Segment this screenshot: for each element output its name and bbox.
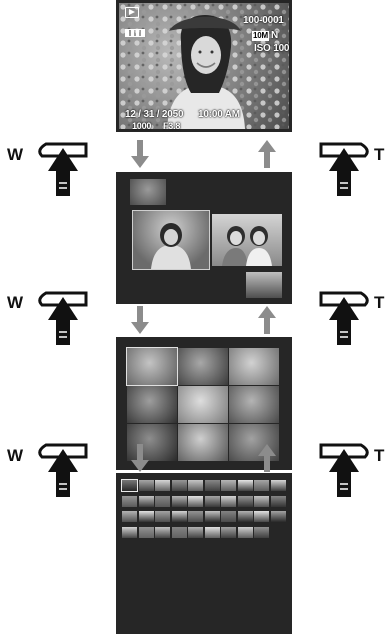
selected-thumbnail[interactable] [121, 479, 138, 492]
thumbnail[interactable] [155, 511, 170, 522]
thumbnail[interactable] [138, 495, 154, 507]
file-number: 100-0001 [243, 15, 284, 26]
zoom-in-lever-icon[interactable] [313, 287, 375, 345]
next-frame-thumbnail[interactable] [212, 214, 282, 266]
two-frame-screen [116, 172, 292, 304]
thumbnail[interactable] [171, 480, 187, 491]
thumbnail[interactable] [138, 526, 154, 538]
nine-frame-screen [116, 337, 292, 470]
thumbnail[interactable] [155, 495, 170, 507]
thumbnail[interactable] [127, 386, 177, 423]
zoom-in-lever-icon[interactable] [313, 138, 375, 196]
zoom-out-lever-icon[interactable] [32, 138, 94, 196]
thumbnail[interactable] [178, 424, 228, 461]
zoom-in-lever-icon[interactable] [313, 439, 375, 497]
thumbnail[interactable] [155, 480, 170, 491]
thumbnail[interactable] [171, 526, 187, 538]
thumbnail[interactable] [270, 480, 286, 491]
thumbnail[interactable] [204, 511, 220, 522]
thumbnail[interactable] [178, 348, 228, 385]
thumbnail[interactable] [254, 511, 269, 522]
wide-label: W [7, 446, 24, 465]
thumbnail[interactable] [254, 480, 269, 491]
tele-label: T [374, 446, 385, 465]
thumbnail[interactable] [237, 511, 253, 522]
time-stamp: 10:00 AM [198, 109, 240, 120]
thumbnail[interactable] [237, 495, 253, 507]
selected-frame-thumbnail[interactable] [132, 210, 210, 270]
arrow-up-3 [258, 444, 276, 472]
arrow-up-2 [258, 306, 276, 334]
thumbnail[interactable] [155, 526, 170, 538]
image-size-badge: 10M [252, 31, 269, 41]
hundred-frame-screen [116, 473, 292, 634]
tele-label: T [374, 293, 385, 312]
thumbnail[interactable] [171, 495, 187, 507]
wide-label: W [7, 293, 24, 312]
thumbnail[interactable] [270, 511, 286, 522]
thumbnail[interactable] [122, 495, 137, 507]
thumbnail[interactable] [127, 424, 177, 461]
thumbnail[interactable] [221, 511, 236, 522]
quality-indicator: N [271, 30, 279, 41]
thumbnail[interactable] [237, 526, 253, 538]
thumbnail[interactable] [171, 511, 187, 522]
battery-icon [125, 29, 145, 37]
playback-mode-icon [125, 7, 139, 18]
arrow-down-3 [131, 444, 149, 472]
thumbnail[interactable] [188, 511, 203, 522]
arrow-up-1 [258, 140, 276, 168]
aperture-value: F3.8 [163, 121, 181, 131]
thumbnail[interactable] [122, 511, 137, 522]
thumbnail[interactable] [229, 348, 279, 385]
zoom-out-lever-icon[interactable] [32, 287, 94, 345]
selected-thumbnail[interactable] [126, 347, 178, 386]
thumbnail[interactable] [204, 480, 220, 491]
following-frame-thumbnail [246, 272, 282, 298]
thumbnail[interactable] [254, 526, 269, 538]
single-frame-photo [119, 3, 289, 129]
arrow-down-1 [131, 140, 149, 168]
single-frame-screen: 100-0001 10M N ISO 100 12 / 31 / 2050 10… [116, 0, 292, 132]
thumbnail[interactable] [221, 495, 236, 507]
thumbnail[interactable] [204, 495, 220, 507]
thumbnail[interactable] [188, 480, 203, 491]
hundred-frame-grid [121, 479, 286, 560]
prev-frame-thumbnail [130, 179, 166, 205]
thumbnail[interactable] [237, 480, 253, 491]
thumbnail[interactable] [229, 386, 279, 423]
thumbnail[interactable] [188, 495, 203, 507]
thumbnail[interactable] [138, 480, 154, 491]
wide-label: W [7, 145, 24, 164]
thumbnail[interactable] [221, 480, 236, 491]
thumbnail[interactable] [254, 495, 269, 507]
thumbnail[interactable] [204, 526, 220, 538]
shutter-speed: 1000 [132, 121, 152, 131]
thumbnail[interactable] [188, 526, 203, 538]
tele-label: T [374, 145, 385, 164]
thumbnail[interactable] [122, 526, 137, 538]
arrow-down-2 [131, 306, 149, 334]
thumbnail[interactable] [221, 526, 236, 538]
portrait-illustration [119, 3, 289, 129]
iso-value: ISO 100 [254, 43, 290, 54]
zoom-out-lever-icon[interactable] [32, 439, 94, 497]
thumbnail[interactable] [138, 511, 154, 522]
nine-frame-grid [126, 347, 279, 462]
date-stamp: 12 / 31 / 2050 [125, 109, 184, 120]
thumbnail[interactable] [270, 495, 286, 507]
thumbnail[interactable] [178, 386, 228, 423]
